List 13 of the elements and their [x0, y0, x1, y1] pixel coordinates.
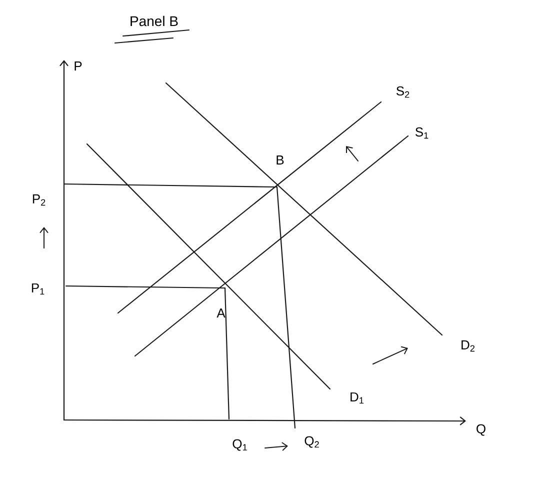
axis-value-label: Q$_{2}$	[304, 436, 319, 448]
axis-value-label: Q$_{1}$	[232, 439, 247, 451]
curve-label: S$_{1}$	[415, 127, 428, 139]
axis-label: Q	[476, 424, 486, 436]
curve-label: S$_{2}$	[396, 86, 410, 98]
curve-label: D$_{2}$	[462, 340, 474, 352]
point-label: A	[216, 308, 226, 318]
point-label: B	[276, 156, 284, 164]
axis-label: P	[74, 62, 82, 70]
axis-value-label: P$_{2}$	[32, 194, 46, 206]
axis-value-label: P$_{1}$	[32, 283, 44, 295]
title: Panel B	[130, 16, 178, 26]
curve-label: D$_{1}$	[350, 392, 364, 404]
